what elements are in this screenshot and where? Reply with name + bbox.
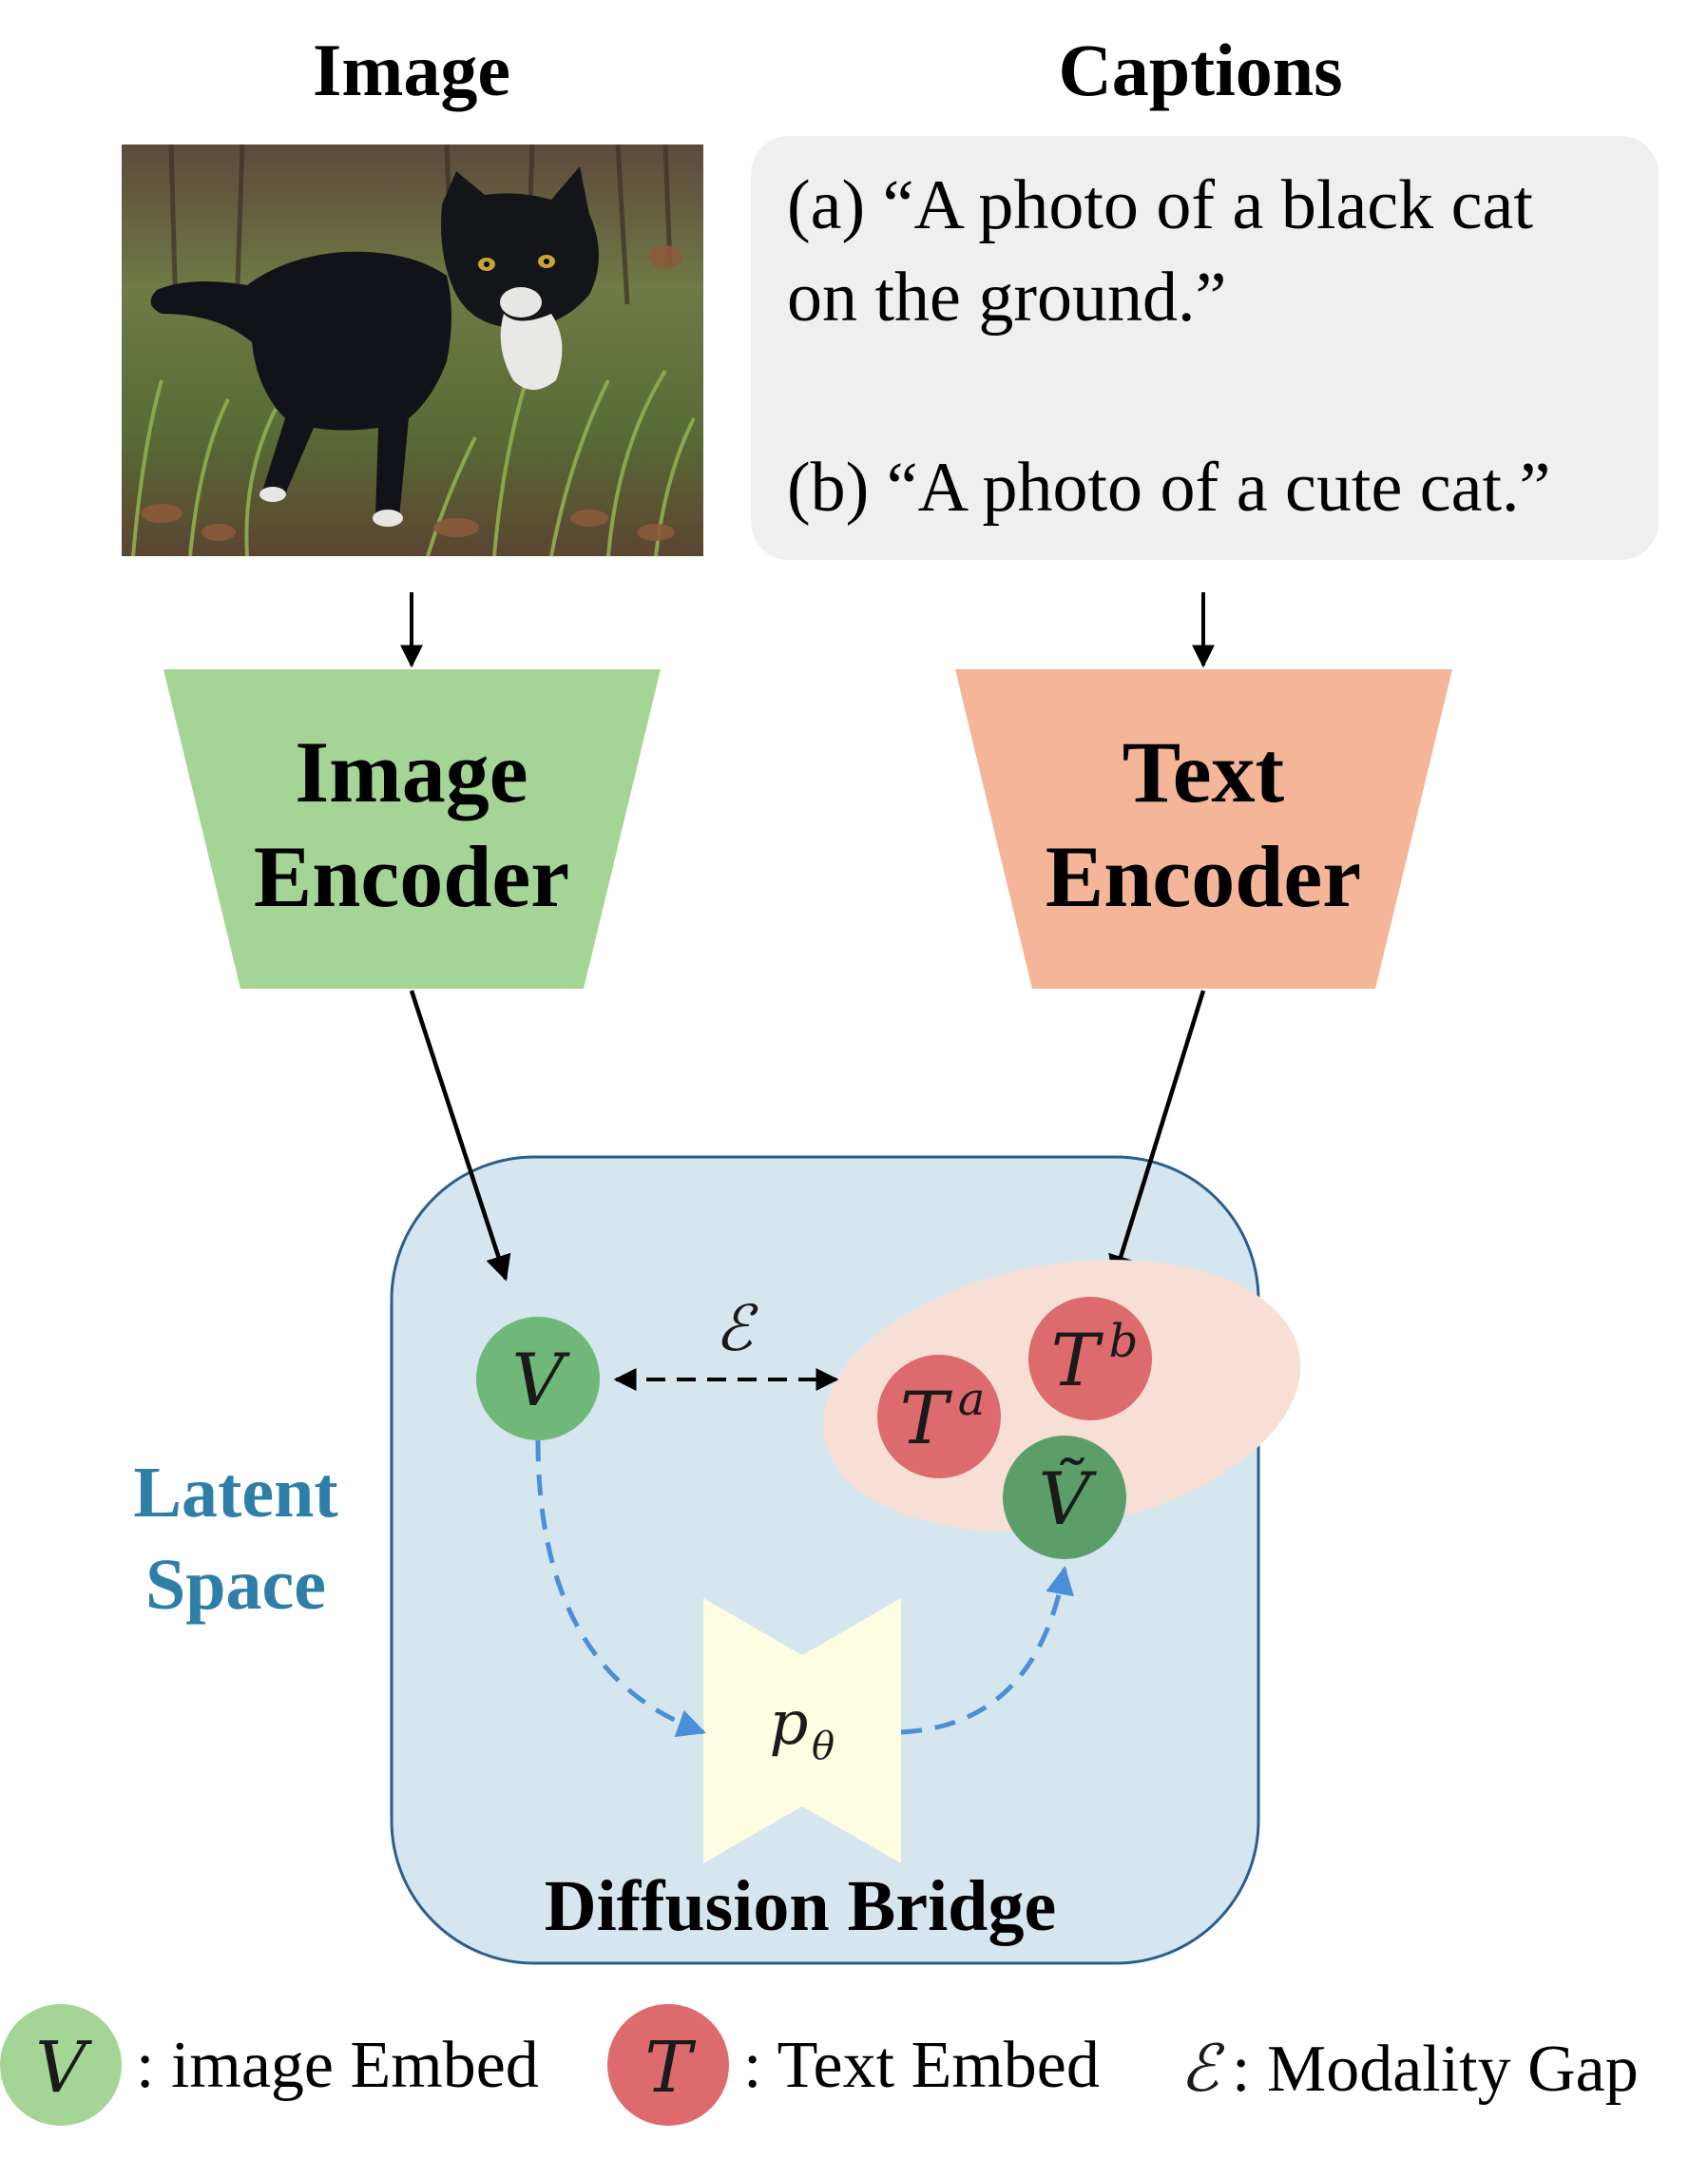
captions-box <box>751 136 1659 560</box>
text-encoder <box>955 669 1452 989</box>
text-encoder-line1: Text <box>1123 723 1285 820</box>
legend-t-symbol: T <box>644 2027 696 2109</box>
text-encoder-to-cluster-arrow <box>1108 990 1206 1282</box>
v-to-bridge-arrow <box>535 1439 706 1738</box>
caption-a-line1: (a) “A photo of a black cat <box>787 166 1533 244</box>
image-heading: Image <box>313 29 510 111</box>
legend-v-circle <box>0 2004 122 2126</box>
legend: V : image Embed T : Text Embed ℰ : Modal… <box>0 2004 1639 2126</box>
legend-v-symbol: V <box>35 2027 92 2109</box>
text-encoder-line2: Encoder <box>1046 828 1361 925</box>
legend-v-label: : image Embed <box>136 2029 539 2102</box>
image-encoder <box>163 669 661 989</box>
tb-node-label: T <box>1051 1318 1104 1402</box>
latent-space-line2: Space <box>145 1545 326 1625</box>
image-encoder-line2: Encoder <box>254 828 569 925</box>
legend-t-circle <box>607 2004 729 2126</box>
diffusion-bridge-label: Diffusion Bridge <box>545 1866 1056 1946</box>
legend-eps-symbol: ℰ <box>1180 2032 1225 2107</box>
epsilon-label: ℰ <box>715 1292 758 1365</box>
ta-node-sup: a <box>958 1373 986 1426</box>
latent-space-line1: Latent <box>133 1453 337 1533</box>
captions-heading: Captions <box>1058 29 1342 111</box>
ta-node-label: T <box>900 1376 953 1460</box>
v-node <box>476 1317 600 1440</box>
tb-node <box>1028 1297 1152 1420</box>
legend-t-label: : Text Embed <box>743 2029 1100 2102</box>
p-theta-sub: θ <box>812 1725 835 1768</box>
caption-b-line1: (b) “A photo of a cute cat.” <box>787 449 1550 527</box>
p-theta-label: p <box>770 1688 809 1759</box>
diffusion-bridge-shape <box>703 1598 901 1863</box>
cat-photo <box>122 144 703 557</box>
image-encoder-to-v-arrow <box>409 990 511 1282</box>
legend-eps-label: : Modality Gap <box>1232 2033 1639 2106</box>
v-node-label: V <box>512 1338 571 1422</box>
tb-node-sup: b <box>1109 1315 1139 1368</box>
bridge-to-vtilde-arrow <box>900 1566 1074 1735</box>
vtilde-node <box>1003 1436 1126 1559</box>
caption-a-line2: on the ground.” <box>787 259 1226 337</box>
ta-node <box>877 1355 1001 1478</box>
vtilde-node-label: Ṽ <box>1039 1456 1098 1541</box>
image-encoder-line1: Image <box>295 723 528 820</box>
